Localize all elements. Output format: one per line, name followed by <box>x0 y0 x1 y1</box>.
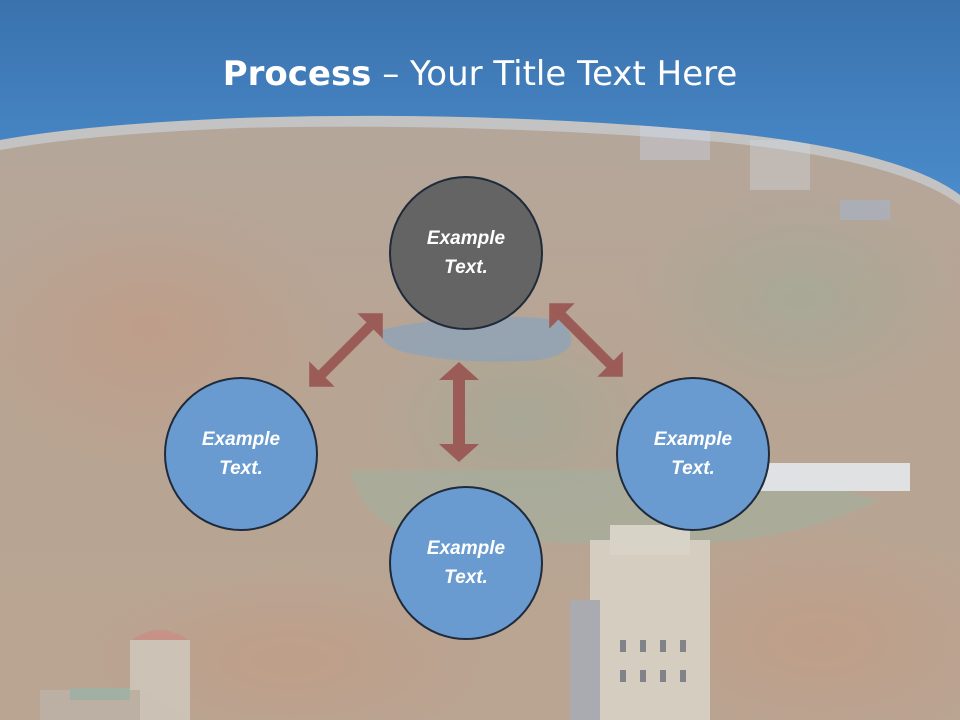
top-line2: Text. <box>444 257 488 278</box>
top-line1: Example <box>426 228 506 249</box>
left-line1: Example <box>201 429 281 450</box>
bottom-line2: Text. <box>444 567 488 588</box>
title-rest: – Your Title Text Here <box>371 54 738 94</box>
left-line2: Text. <box>219 458 263 479</box>
bottom-line1: Example <box>426 538 506 559</box>
right-line2: Text. <box>671 458 715 479</box>
arrow-top-right-double <box>549 303 623 377</box>
right-line1: Example <box>653 429 733 450</box>
slide-title: Process – Your Title Text Here <box>0 52 960 96</box>
arrow-top-left-double <box>309 313 383 387</box>
arrow-vertical-double <box>439 362 479 462</box>
title-main: Process <box>222 54 372 94</box>
